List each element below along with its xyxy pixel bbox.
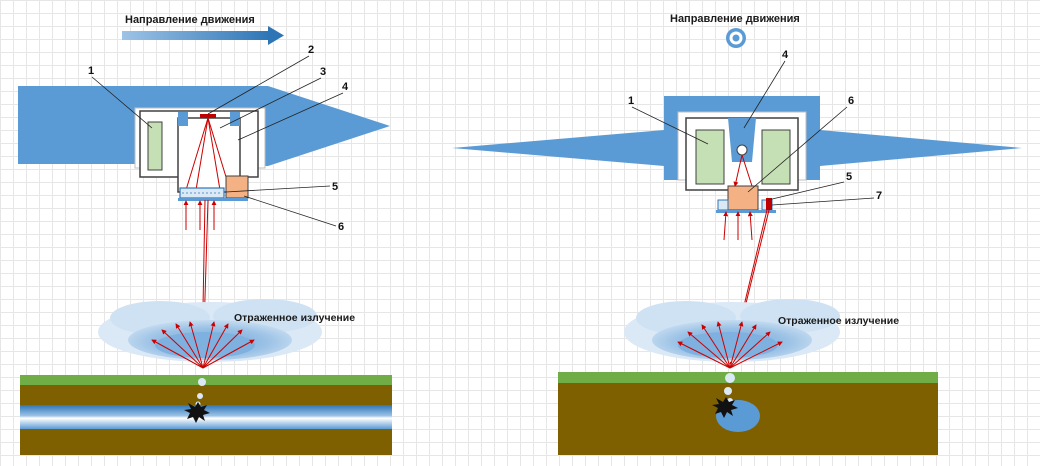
callout-4-left: 4 xyxy=(342,81,349,93)
leak-burst-icon xyxy=(184,402,210,423)
emission-cloud-left xyxy=(98,299,322,362)
callout-2-left: 2 xyxy=(308,44,314,56)
callout-4-right: 4 xyxy=(782,49,789,61)
callout-1-left: 1 xyxy=(88,65,94,77)
leak-burst-icon-right xyxy=(712,397,738,418)
ground-with-pipe xyxy=(20,375,392,455)
ground-with-cavity xyxy=(558,372,938,455)
callout-5-left: 5 xyxy=(332,181,338,193)
left-reflected-label: Отраженное излучение xyxy=(234,312,355,324)
right-panel: Направление движения xyxy=(452,13,1022,455)
right-arrow-icon xyxy=(122,26,284,45)
right-reflected-label: Отраженное излучение xyxy=(778,315,899,327)
reflected-rays-left xyxy=(151,321,255,369)
callout-1-right: 1 xyxy=(628,95,634,107)
left-direction-label: Направление движения xyxy=(125,14,255,26)
callout-6-right: 6 xyxy=(848,95,854,107)
callout-6-left: 6 xyxy=(338,221,344,233)
callouts-left: 1 2 3 4 5 6 xyxy=(88,44,349,233)
out-of-page-icon xyxy=(726,28,746,48)
callout-5-right: 5 xyxy=(846,171,852,183)
callout-7-right: 7 xyxy=(876,190,882,202)
left-panel: Направление движения xyxy=(18,14,392,455)
callout-3-left: 3 xyxy=(320,66,326,78)
reflected-rays-right xyxy=(677,321,783,369)
right-direction-label: Направление движения xyxy=(670,13,800,25)
leak-bubbles-right xyxy=(724,373,735,404)
sensor-housing-right xyxy=(685,117,799,213)
callouts-right: 1 4 6 5 7 xyxy=(628,49,882,206)
sensor-housing-left xyxy=(139,110,259,201)
emission-cloud-right xyxy=(624,299,840,362)
